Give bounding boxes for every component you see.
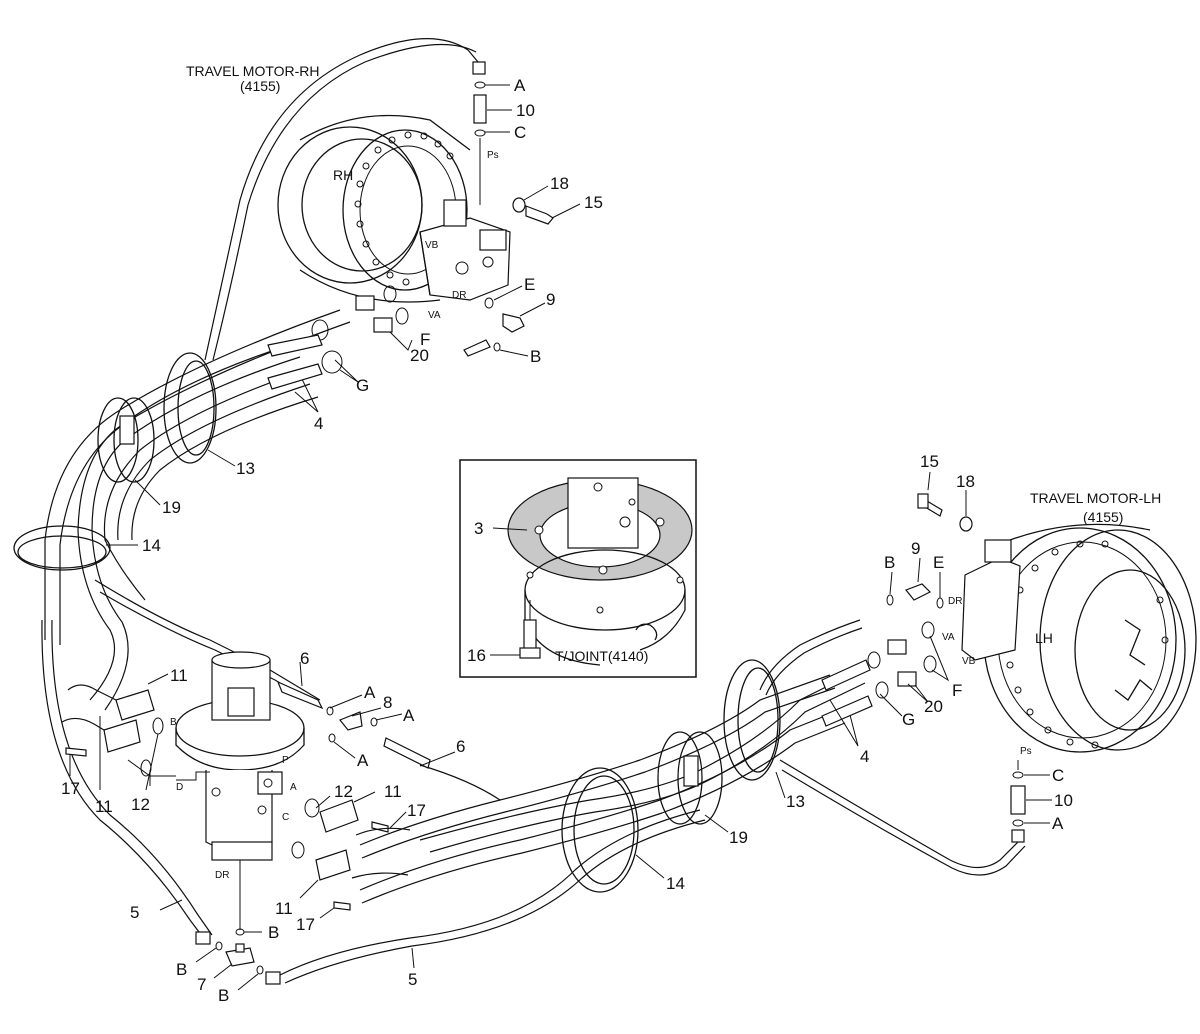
- callout-lh-B: B: [884, 553, 895, 572]
- callout-lh-15: 15: [920, 452, 939, 471]
- callout-rh-C: C: [514, 123, 526, 142]
- lh-va-label: VA: [942, 632, 955, 643]
- label-joint-marks-dr: DR: [215, 870, 229, 881]
- callout-j-12b: 12: [334, 782, 353, 801]
- label-joint-marks-c: C: [282, 812, 289, 823]
- callout-lh-A: A: [1052, 814, 1064, 833]
- label-joint-marks-d: D: [176, 782, 183, 793]
- rh-ps-label: Ps: [487, 150, 499, 161]
- callout-lh-G: G: [902, 710, 915, 729]
- callout-b-5a: 5: [130, 903, 139, 922]
- callout-j-11b: 11: [95, 797, 113, 816]
- travel-motor-rh: RH Ps VB VA DR: [277, 114, 511, 321]
- rh-port-fittings: [311, 285, 409, 374]
- lh-callouts: 15 18 B 9 E F 20 G 4 C 10 A: [829, 452, 1073, 833]
- hose-bundle: [41, 38, 1026, 984]
- callout-j-B: B: [268, 923, 279, 942]
- callout-rh-20: 20: [410, 346, 429, 365]
- tjoint-inset: 3 16 T/JOINT(4140): [459, 459, 697, 678]
- callout-c13-right: 13: [786, 792, 805, 811]
- tjoint-title: T/JOINT(4140): [555, 648, 648, 664]
- callout-b-5b: 5: [408, 970, 417, 989]
- callout-j-6a: 6: [300, 649, 309, 668]
- callout-lh-C: C: [1052, 766, 1064, 785]
- rh-va-label: VA: [428, 310, 441, 321]
- callout-j-17a: 17: [61, 779, 80, 798]
- callout-c19-top: 19: [162, 498, 181, 517]
- label-joint-marks-b: B: [170, 717, 177, 728]
- lh-dr-label: DR: [948, 596, 962, 607]
- callout-j-A3: A: [357, 751, 369, 770]
- callout-j-12a: 12: [131, 795, 150, 814]
- callout-rh-G: G: [356, 376, 369, 395]
- bottom-fittings: 5 B 7 B 5: [130, 899, 417, 1005]
- label-joint-marks-a: A: [290, 782, 297, 793]
- clamp-callouts: 13 19 14 14 19 13: [106, 449, 805, 893]
- lh-motor-code: (4155): [1083, 509, 1123, 525]
- callout-rh-4: 4: [314, 414, 323, 433]
- callout-j-11a: 11: [170, 666, 188, 685]
- lh-ps-label: Ps: [1020, 746, 1032, 757]
- callout-lh-E: E: [933, 553, 944, 572]
- callout-j-8: 8: [383, 693, 392, 712]
- rh-vb-label: VB: [425, 240, 439, 251]
- label-joint-marks-p: P: [282, 755, 289, 766]
- callout-inset-16: 16: [467, 646, 486, 665]
- rh-dr-label: DR: [452, 290, 466, 301]
- callout-j-A1: A: [364, 683, 376, 702]
- callout-b-B1: B: [176, 960, 187, 979]
- callout-lh-18: 18: [956, 472, 975, 491]
- callout-rh-9: 9: [546, 290, 555, 309]
- callout-rh-18: 18: [550, 174, 569, 193]
- callout-c14-mid: 14: [666, 874, 685, 893]
- callout-c13-top: 13: [236, 459, 255, 478]
- callout-c14-left: 14: [142, 536, 161, 555]
- callout-lh-10: 10: [1054, 791, 1073, 810]
- callout-lh-9: 9: [911, 539, 920, 558]
- callout-lh-F: F: [952, 681, 962, 700]
- callout-b-7: 7: [197, 975, 206, 994]
- swivel-fittings: [61, 680, 431, 911]
- callout-rh-15: 15: [584, 193, 603, 212]
- center-swivel-joint: DR P D A C B: [127, 651, 305, 936]
- rh-motor-title: TRAVEL MOTOR-RH: [186, 63, 320, 79]
- clamps: [13, 352, 781, 893]
- callout-b-B2: B: [218, 986, 229, 1005]
- lh-label: LH: [1035, 630, 1053, 646]
- rh-motor-code: (4155): [240, 78, 280, 94]
- rh-label: RH: [333, 167, 353, 183]
- callout-lh-4: 4: [860, 747, 869, 766]
- callout-rh-F: F: [420, 330, 430, 349]
- rh-ps-fittings: [463, 49, 554, 357]
- callout-j-A2: A: [403, 706, 415, 725]
- callout-rh-B: B: [530, 347, 541, 366]
- callout-inset-3: 3: [474, 519, 483, 538]
- callout-rh-10: 10: [516, 101, 535, 120]
- callout-lh-20: 20: [924, 697, 943, 716]
- rh-callouts: A 10 C 18 15 E 9 B F 20 G 4: [294, 76, 603, 433]
- lh-vb-label: VB: [962, 656, 976, 667]
- travel-motor-lh: LH Ps DR VA VB: [942, 523, 1197, 757]
- callout-j-17c: 17: [296, 915, 315, 934]
- callout-j-11c: 11: [384, 782, 402, 801]
- callout-c19-right: 19: [729, 828, 748, 847]
- lh-motor-title: TRAVEL MOTOR-LH: [1030, 490, 1161, 506]
- callout-j-6b: 6: [456, 737, 465, 756]
- callout-rh-A: A: [514, 76, 526, 95]
- callout-rh-E: E: [524, 275, 535, 294]
- callout-j-17b: 17: [407, 801, 426, 820]
- swivel-callouts: 6 A 8 A A 6 11 12 11 17 12 11 17 11 17 B: [61, 649, 465, 942]
- callout-j-11d: 11: [275, 899, 293, 918]
